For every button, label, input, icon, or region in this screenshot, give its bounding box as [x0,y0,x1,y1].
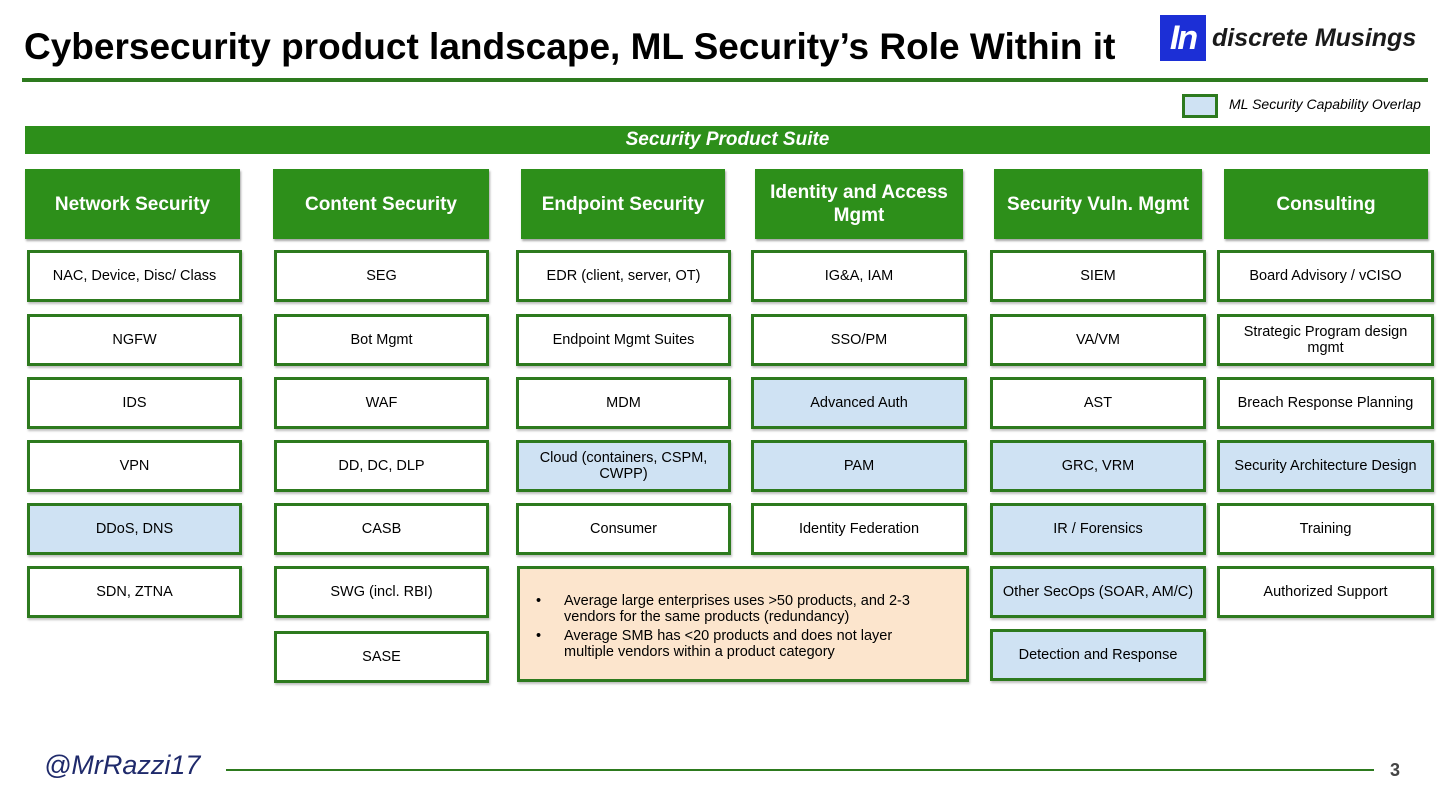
logo-text: discrete Musings [1212,23,1417,52]
note-box: Average large enterprises uses >50 produ… [517,566,969,682]
cell-pam: PAM [751,440,967,492]
cell-nac-device: NAC, Device, Disc/ Class [27,250,242,302]
cell-mdm: MDM [516,377,731,429]
cell-edr: EDR (client, server, OT) [516,250,731,302]
cell-cloud: Cloud (containers, CSPM, CWPP) [516,440,731,492]
cell-identity-federation: Identity Federation [751,503,967,555]
page-title: Cybersecurity product landscape, ML Secu… [24,26,1116,67]
suite-banner: Security Product Suite [25,126,1430,154]
cell-other-secops: Other SecOps (SOAR, AM/C) [990,566,1206,618]
cell-grc-vrm: GRC, VRM [990,440,1206,492]
column-header-endpoint-security: Endpoint Security [521,169,725,239]
cell-iga-iam: IG&A, IAM [751,250,967,302]
cell-ngfw: NGFW [27,314,242,366]
cell-ids: IDS [27,377,242,429]
cell-board-advisory: Board Advisory / vCISO [1217,250,1434,302]
cell-advanced-auth: Advanced Auth [751,377,967,429]
column-header-network-security: Network Security [25,169,240,239]
logo-mark-icon: In [1160,15,1206,61]
cell-ddos-dns: DDoS, DNS [27,503,242,555]
cell-seg: SEG [274,250,489,302]
note-bullet: Average large enterprises uses >50 produ… [534,593,946,625]
cell-consumer: Consumer [516,503,731,555]
cell-detection-response: Detection and Response [990,629,1206,681]
footer-divider [226,769,1374,771]
cell-sso-pm: SSO/PM [751,314,967,366]
cell-bot-mgmt: Bot Mgmt [274,314,489,366]
column-header-identity-access-mgmt: Identity and Access Mgmt [755,169,963,239]
legend-swatch [1182,94,1218,118]
cell-casb: CASB [274,503,489,555]
cell-sdn-ztna: SDN, ZTNA [27,566,242,618]
cell-dd-dc-dlp: DD, DC, DLP [274,440,489,492]
cell-waf: WAF [274,377,489,429]
column-header-consulting: Consulting [1224,169,1428,239]
cell-sase: SASE [274,631,489,683]
column-header-content-security: Content Security [273,169,489,239]
footer-handle: @MrRazzi17 [44,750,201,780]
cell-siem: SIEM [990,250,1206,302]
cell-ast: AST [990,377,1206,429]
cell-security-architecture: Security Architecture Design [1217,440,1434,492]
cell-ir-forensics: IR / Forensics [990,503,1206,555]
cell-swg: SWG (incl. RBI) [274,566,489,618]
cell-strategic-program: Strategic Program design mgmt [1217,314,1434,366]
cell-endpoint-mgmt-suites: Endpoint Mgmt Suites [516,314,731,366]
brand-logo: In discrete Musings [1160,14,1416,62]
cell-training: Training [1217,503,1434,555]
legend-label: ML Security Capability Overlap [1229,96,1421,112]
note-bullet: Average SMB has <20 products and does no… [534,628,946,660]
cell-vpn: VPN [27,440,242,492]
cell-breach-response: Breach Response Planning [1217,377,1434,429]
title-divider [22,78,1428,82]
cell-va-vm: VA/VM [990,314,1206,366]
cell-authorized-support: Authorized Support [1217,566,1434,618]
note-bullets: Average large enterprises uses >50 produ… [534,593,946,660]
column-header-security-vuln-mgmt: Security Vuln. Mgmt [994,169,1202,239]
page-number: 3 [1390,760,1401,780]
